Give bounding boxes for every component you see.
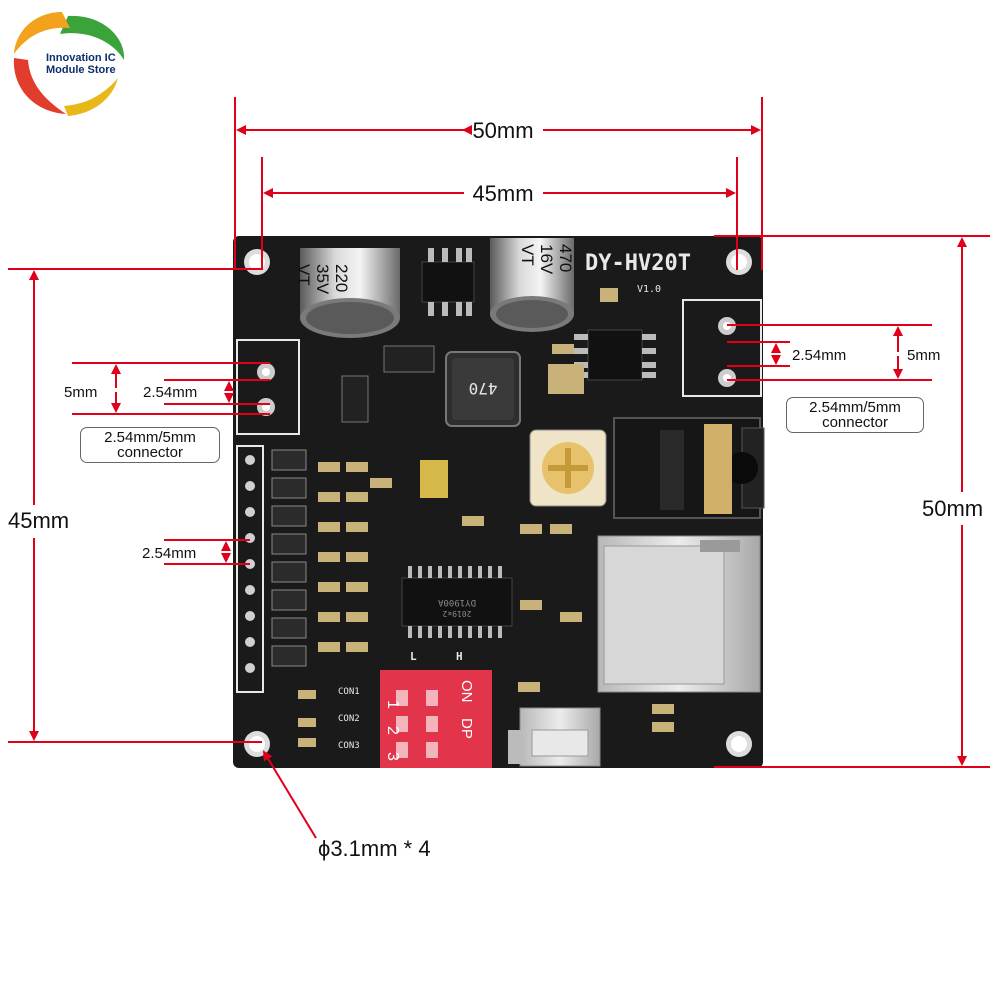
smd-misc xyxy=(370,288,674,732)
pin-header-pads xyxy=(245,455,255,673)
switch-pos-1: 1 xyxy=(384,700,401,709)
switch-dp-label: DP xyxy=(458,718,475,739)
left-connector-label: 2.54mm/5mm connector xyxy=(80,427,220,463)
dim-header-pitch: 2.54mm xyxy=(142,545,196,562)
capacitor-220uf: 220 35V VT xyxy=(294,248,400,338)
inductor: 470 xyxy=(445,351,521,427)
right-connector-label-text: 2.54mm/5mm connector xyxy=(809,399,901,431)
switch-on-label: ON xyxy=(458,680,475,703)
smd-resistors-left xyxy=(298,462,368,747)
power-diodes xyxy=(341,345,435,423)
con1-label: CON1 xyxy=(338,687,360,697)
cap-left-value: 220 xyxy=(332,264,351,292)
ic-top xyxy=(421,248,475,316)
right-connector-label: 2.54mm/5mm connector xyxy=(786,397,924,433)
dim-hole: ϕ3.1mm * 4 xyxy=(318,836,431,861)
board-model: DY-HV20T xyxy=(585,251,691,276)
audio-jack xyxy=(613,417,765,519)
dim-top-inner: 45mm xyxy=(472,181,533,206)
switch-pos-3: 3 xyxy=(384,752,401,761)
dimension-lines xyxy=(8,97,990,839)
pin-header-outline xyxy=(236,445,264,693)
dim-top-outer: 50mm xyxy=(472,118,533,143)
left-connector-label-text: 2.54mm/5mm connector xyxy=(104,429,196,461)
mounting-holes xyxy=(244,249,752,757)
inductor-value: 470 xyxy=(469,379,498,398)
dip-switch: 1 2 3 ON DP xyxy=(380,670,492,768)
dim-left-pitch: 2.54mm xyxy=(143,384,197,401)
store-logo: Innovation IC Module Store xyxy=(8,8,128,118)
dim-right-spacing: 5mm xyxy=(907,347,940,364)
switch-pos-2: 2 xyxy=(384,726,401,735)
switch-low-label: L xyxy=(410,650,417,663)
logo-line1: Innovation IC xyxy=(46,52,116,64)
cap-right-value: 470 xyxy=(556,244,575,272)
capacitor-470uf: 470 16V VT xyxy=(490,238,575,332)
left-terminal-pads xyxy=(257,363,275,416)
dim-right-outer: 50mm xyxy=(922,496,983,521)
cap-left-series: VT xyxy=(294,264,313,286)
main-chip: DY1900A 2019×2 xyxy=(401,566,513,638)
cap-left-voltage: 35V xyxy=(313,264,332,295)
tantalum-capacitor xyxy=(420,460,448,498)
dim-right-pitch: 2.54mm xyxy=(792,347,846,364)
potentiometer xyxy=(529,429,607,507)
micro-usb-port xyxy=(508,707,601,767)
logo-line2: Module Store xyxy=(46,64,116,76)
cap-right-series: VT xyxy=(518,244,537,266)
sd-card-slot xyxy=(597,535,761,693)
con2-label: CON2 xyxy=(338,714,360,724)
dim-left-outer: 45mm xyxy=(8,508,69,533)
chip-name: DY1900A xyxy=(437,597,476,607)
diode-array xyxy=(271,449,307,667)
dim-left-spacing: 5mm xyxy=(64,384,97,401)
right-terminal-outline xyxy=(682,299,762,397)
left-terminal-outline xyxy=(236,339,300,435)
chip-code: 2019×2 xyxy=(442,609,471,618)
switch-high-label: H xyxy=(456,650,463,663)
board-version: V1.0 xyxy=(637,284,661,295)
cap-right-voltage: 16V xyxy=(537,244,556,275)
con3-label: CON3 xyxy=(338,741,360,751)
